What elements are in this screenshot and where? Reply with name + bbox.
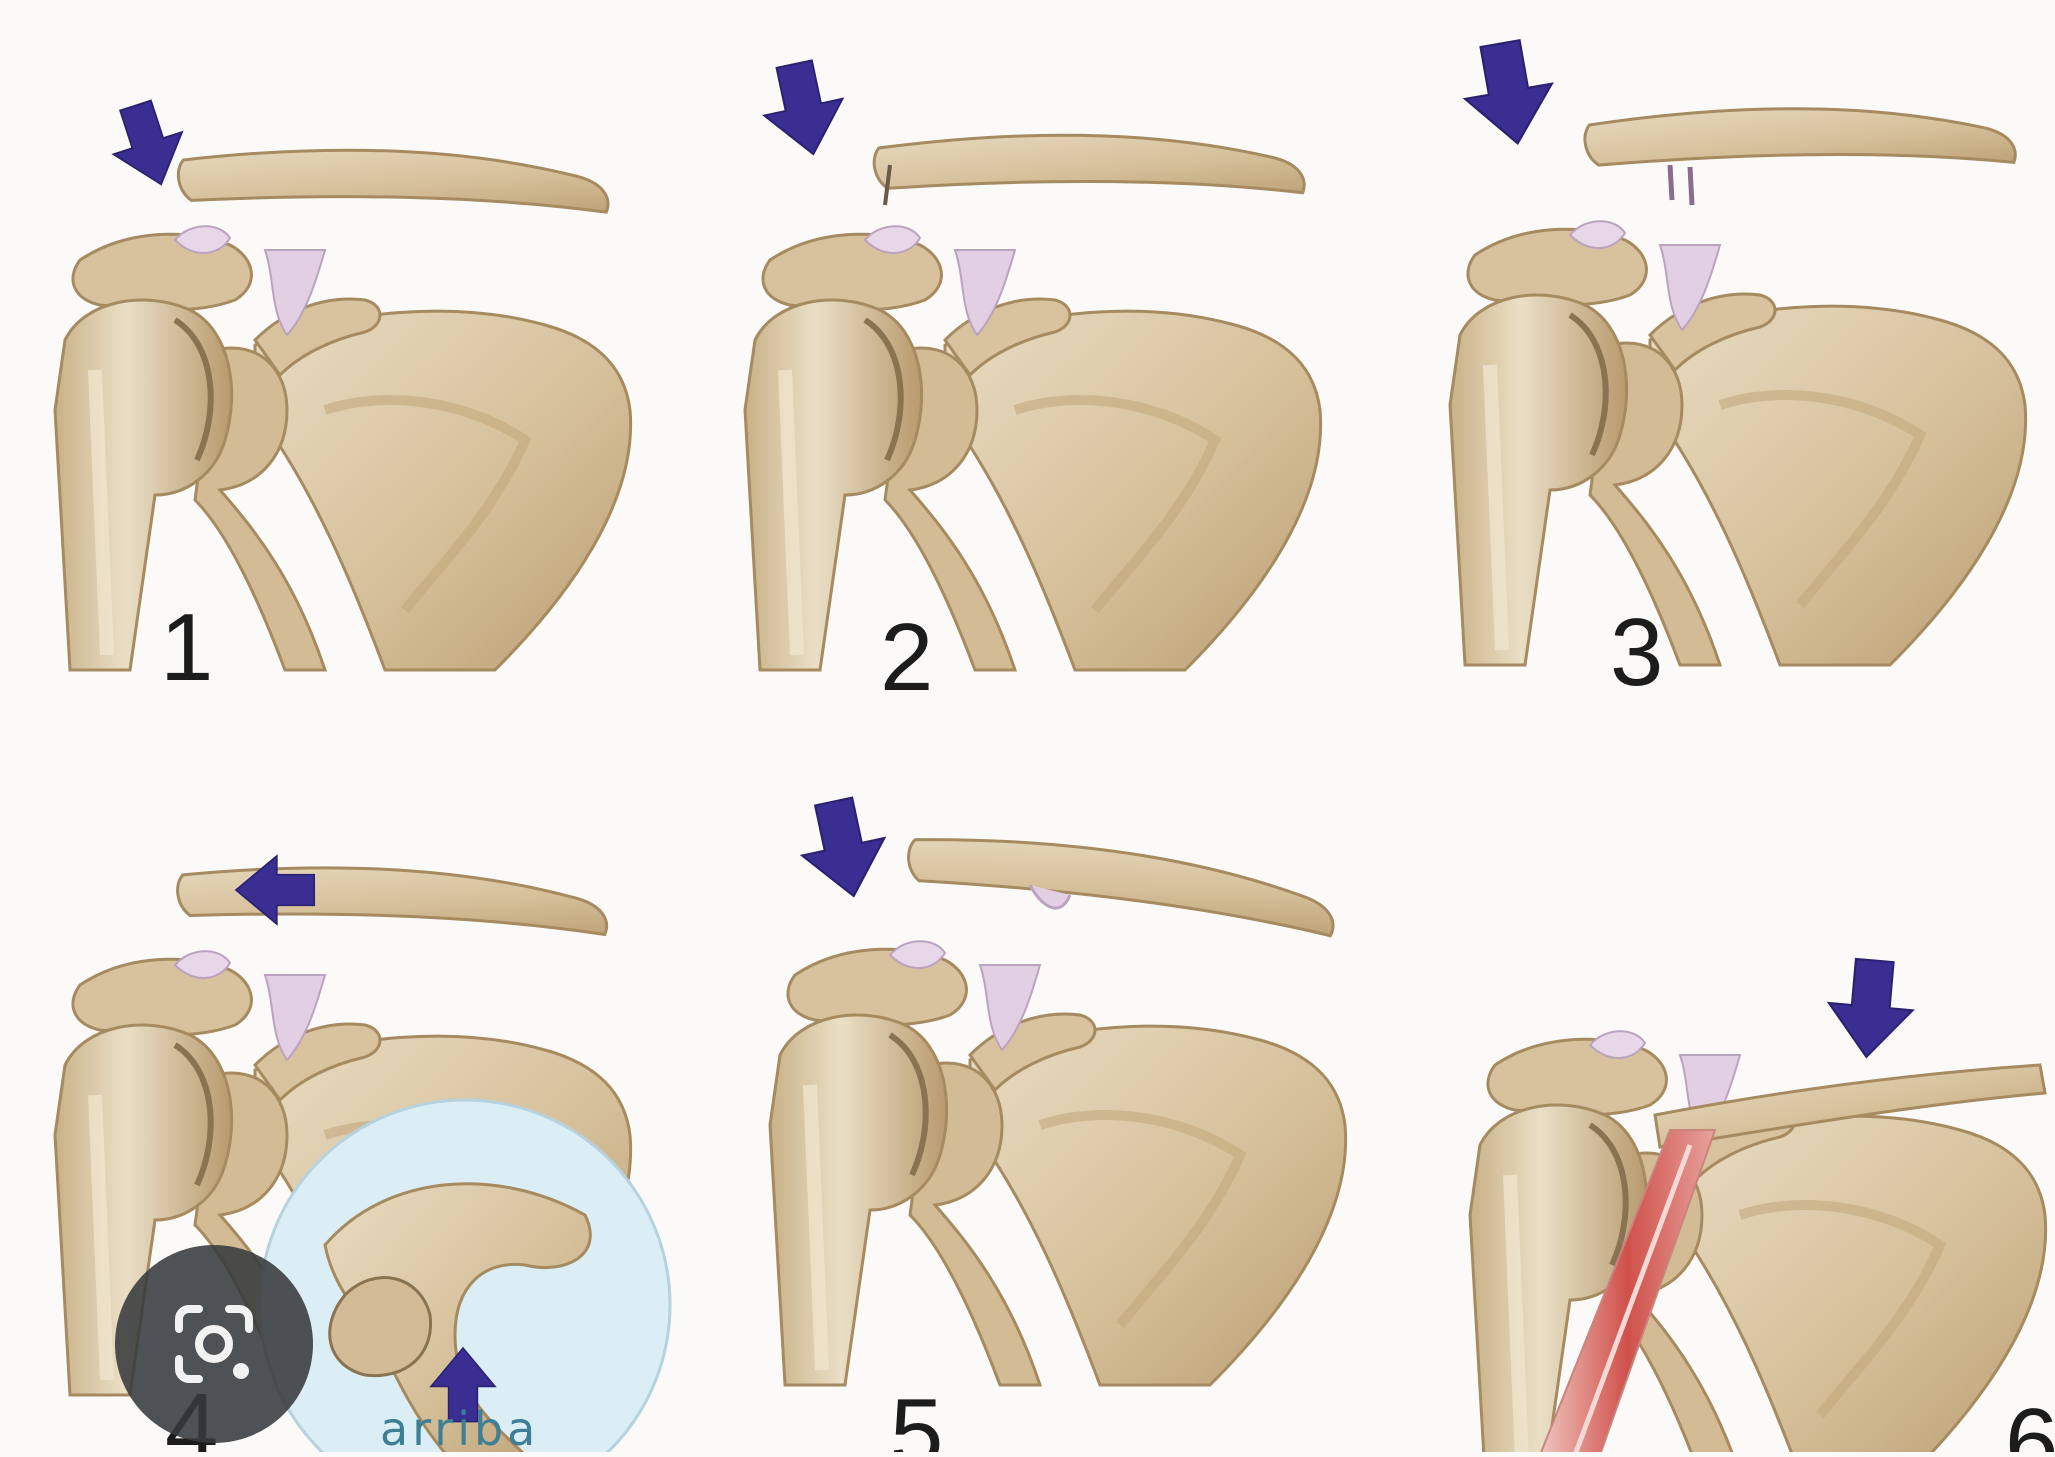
panel-5-diagram: 5: [770, 793, 1346, 1452]
lens-camera-glyph-icon: [159, 1289, 269, 1399]
panel-6-diagram: 6: [1470, 957, 2055, 1452]
panel-2-diagram: 2: [745, 56, 1321, 711]
panel-1-number: 1: [160, 594, 213, 701]
panel-3-number: 3: [1610, 599, 1663, 706]
google-lens-camera-icon[interactable]: [115, 1245, 313, 1443]
panel-1-diagram: 1: [55, 94, 631, 701]
panel-5-number: 5: [890, 1379, 943, 1452]
panel-6-number: 6: [2005, 1389, 2055, 1452]
arrow-icon: [793, 793, 895, 905]
arrow-icon: [1457, 36, 1561, 151]
inset-caption: arriba: [380, 1402, 539, 1452]
panel-2-number: 2: [880, 604, 933, 711]
arrow-icon: [755, 56, 852, 163]
panel-3-diagram: 3: [1450, 36, 2026, 706]
arrow-icon: [1824, 957, 1916, 1061]
